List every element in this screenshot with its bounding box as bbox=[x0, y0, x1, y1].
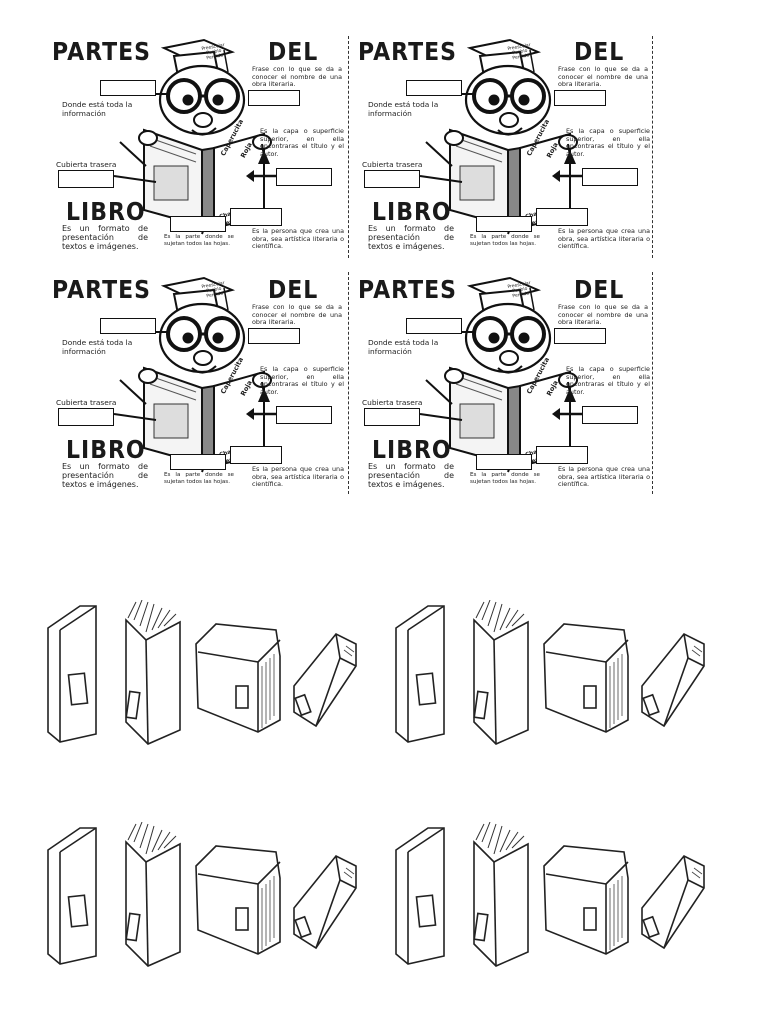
answer-box-front-cover[interactable] bbox=[582, 406, 638, 424]
desc-spine: Es la parte donde se sujetan todos las h… bbox=[470, 472, 540, 485]
answer-box-author[interactable] bbox=[230, 208, 282, 226]
label-back-cover: Cubierta trasera bbox=[56, 160, 117, 169]
answer-box-back-cover[interactable] bbox=[364, 170, 420, 188]
answer-box-front-cover[interactable] bbox=[276, 168, 332, 186]
answer-box-spine[interactable] bbox=[476, 454, 532, 470]
answer-box-author[interactable] bbox=[230, 446, 282, 464]
answer-box-back-cover[interactable] bbox=[58, 408, 114, 426]
answer-box-author[interactable] bbox=[536, 208, 588, 226]
answer-box-author[interactable] bbox=[536, 446, 588, 464]
book-standing-icon bbox=[395, 605, 445, 743]
book-lying-icon bbox=[195, 623, 281, 733]
desc-title: Frase con lo que se da a conocer el nomb… bbox=[558, 65, 648, 89]
desc-cover: Es la capa o superficie superior, en ell… bbox=[566, 365, 650, 396]
desc-spine: Es la parte donde se sujetan todos las h… bbox=[164, 234, 234, 247]
book-open-pages-icon bbox=[473, 599, 529, 745]
title-word-libro: LIBRO bbox=[372, 436, 452, 465]
answer-box-author-name[interactable] bbox=[554, 328, 606, 344]
book-illustration-set-1 bbox=[40, 599, 360, 754]
libro-definition: Es un formato de presentación de textos … bbox=[368, 462, 454, 489]
desc-cover: Es la capa o superficie superior, en ell… bbox=[260, 127, 344, 158]
book-lying-icon bbox=[195, 845, 281, 955]
book-tilted-icon bbox=[293, 632, 357, 728]
answer-box-back-cover[interactable] bbox=[364, 408, 420, 426]
title-word-del: DEL bbox=[268, 276, 319, 305]
answer-box-author-name[interactable] bbox=[554, 90, 606, 106]
label-back-cover: Cubierta trasera bbox=[56, 398, 117, 407]
book-lying-icon bbox=[543, 623, 629, 733]
desc-cover: Es la capa o superficie superior, en ell… bbox=[566, 127, 650, 158]
owl-reading-book-illustration bbox=[113, 276, 285, 473]
label-back-cover: Cubierta trasera bbox=[362, 398, 423, 407]
desc-title: Frase con lo que se da a conocer el nomb… bbox=[558, 303, 648, 327]
desc-author: Es la persona que crea una obra, sea art… bbox=[252, 465, 344, 489]
desc-author: Es la persona que crea una obra, sea art… bbox=[558, 465, 650, 489]
label-information: Donde está toda la información bbox=[368, 338, 439, 356]
owl-reading-book-illustration bbox=[419, 38, 591, 235]
owl-reading-book-illustration bbox=[113, 38, 285, 235]
libro-definition: Es un formato de presentación de textos … bbox=[368, 224, 454, 251]
book-parts-card-4: PARTES DEL LIBRO Preescolar Pueblo Perdi… bbox=[358, 276, 652, 494]
book-tilted-icon bbox=[293, 854, 357, 950]
book-lying-icon bbox=[543, 845, 629, 955]
cut-line-1 bbox=[348, 36, 349, 258]
answer-box-front-cover[interactable] bbox=[582, 168, 638, 186]
desc-title: Frase con lo que se da a conocer el nomb… bbox=[252, 303, 342, 327]
book-parts-card-1: PARTES DEL LIBRO Preescolar Pueblo Perdi… bbox=[52, 38, 346, 256]
cut-line-2 bbox=[652, 36, 653, 258]
answer-box-title[interactable] bbox=[406, 80, 462, 96]
libro-definition: Es un formato de presentación de textos … bbox=[62, 224, 148, 251]
book-parts-card-3: PARTES DEL LIBRO Preescolar Pueblo Perdi… bbox=[52, 276, 346, 494]
title-word-libro: LIBRO bbox=[372, 198, 452, 227]
title-word-partes: PARTES bbox=[52, 276, 151, 305]
book-illustration-set-4 bbox=[388, 821, 708, 976]
desc-author: Es la persona que crea una obra, sea art… bbox=[558, 227, 650, 251]
book-tilted-icon bbox=[641, 854, 705, 950]
label-back-cover: Cubierta trasera bbox=[362, 160, 423, 169]
answer-box-title[interactable] bbox=[100, 80, 156, 96]
desc-author: Es la persona que crea una obra, sea art… bbox=[252, 227, 344, 251]
book-open-pages-icon bbox=[125, 599, 181, 745]
cut-line-4 bbox=[652, 272, 653, 494]
book-standing-icon bbox=[47, 605, 97, 743]
label-information: Donde está toda la información bbox=[368, 100, 439, 118]
book-standing-icon bbox=[47, 827, 97, 965]
answer-box-spine[interactable] bbox=[170, 216, 226, 232]
desc-spine: Es la parte donde se sujetan todos las h… bbox=[164, 472, 234, 485]
book-standing-icon bbox=[395, 827, 445, 965]
libro-definition: Es un formato de presentación de textos … bbox=[62, 462, 148, 489]
label-information: Donde está toda la información bbox=[62, 338, 133, 356]
title-word-libro: LIBRO bbox=[66, 436, 146, 465]
title-word-partes: PARTES bbox=[358, 276, 457, 305]
answer-box-author-name[interactable] bbox=[248, 90, 300, 106]
book-open-pages-icon bbox=[473, 821, 529, 967]
title-word-partes: PARTES bbox=[358, 38, 457, 67]
title-word-del: DEL bbox=[574, 276, 625, 305]
title-word-del: DEL bbox=[574, 38, 625, 67]
desc-title: Frase con lo que se da a conocer el nomb… bbox=[252, 65, 342, 89]
label-information: Donde está toda la información bbox=[62, 100, 133, 118]
answer-box-back-cover[interactable] bbox=[58, 170, 114, 188]
title-word-del: DEL bbox=[268, 38, 319, 67]
title-word-partes: PARTES bbox=[52, 38, 151, 67]
desc-cover: Es la capa o superficie superior, en ell… bbox=[260, 365, 344, 396]
book-tilted-icon bbox=[641, 632, 705, 728]
answer-box-spine[interactable] bbox=[476, 216, 532, 232]
book-parts-card-2: PARTES DEL LIBRO Preescolar Pueblo Perdi… bbox=[358, 38, 652, 256]
book-illustration-set-2 bbox=[388, 599, 708, 754]
answer-box-title[interactable] bbox=[406, 318, 462, 334]
desc-spine: Es la parte donde se sujetan todos las h… bbox=[470, 234, 540, 247]
answer-box-front-cover[interactable] bbox=[276, 406, 332, 424]
title-word-libro: LIBRO bbox=[66, 198, 146, 227]
book-illustration-set-3 bbox=[40, 821, 360, 976]
book-open-pages-icon bbox=[125, 821, 181, 967]
cut-line-3 bbox=[348, 272, 349, 494]
answer-box-author-name[interactable] bbox=[248, 328, 300, 344]
answer-box-spine[interactable] bbox=[170, 454, 226, 470]
answer-box-title[interactable] bbox=[100, 318, 156, 334]
